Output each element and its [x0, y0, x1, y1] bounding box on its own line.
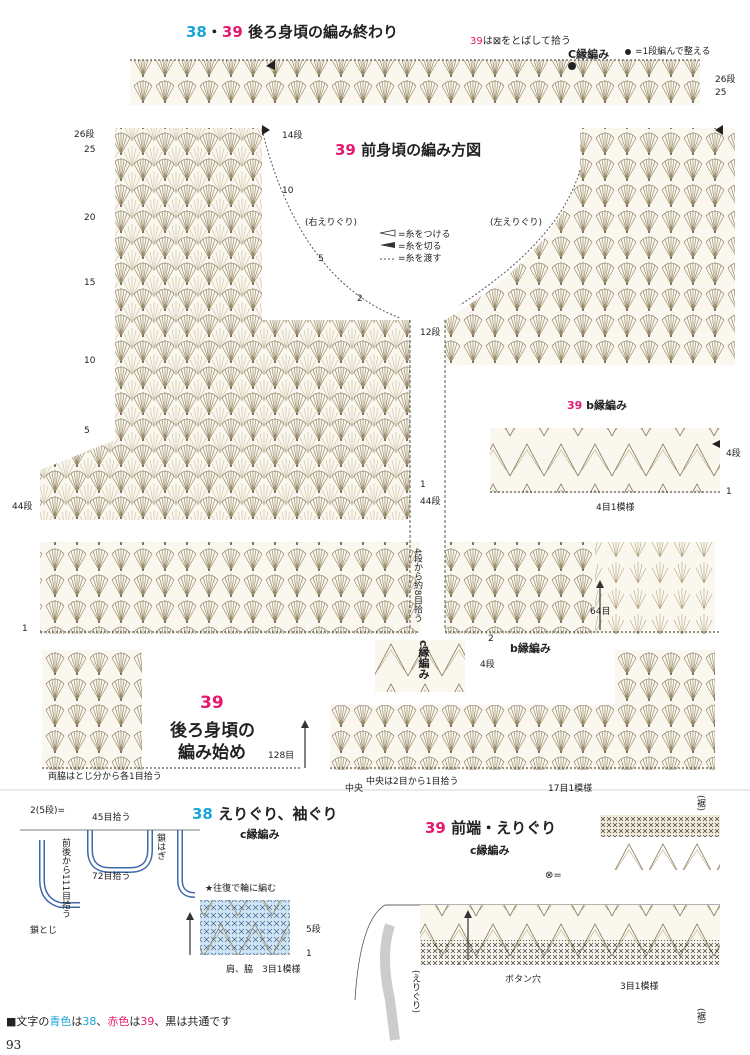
footer-wa2: は: [129, 1015, 141, 1028]
sec38-text: えりぐり、袖ぐり: [218, 805, 338, 823]
footer-rest: 、黒は共通です: [154, 1015, 232, 1028]
b-edge-text: b縁編み: [586, 399, 628, 412]
row-label-25: 25: [84, 145, 96, 155]
footer-pre: ■文字の: [6, 1015, 50, 1028]
b-edge-num: 39: [567, 399, 583, 412]
row-label-10: 10: [84, 356, 96, 366]
c-edge-label-top: C縁編み: [568, 48, 610, 61]
title-dot: ・: [206, 23, 222, 41]
legend-cut: =糸を切る: [398, 242, 442, 252]
legend-attach: =糸をつける: [398, 230, 451, 240]
front-title-text: 前身頃の編み方図: [361, 141, 482, 159]
footer-n38: 38: [82, 1015, 97, 1028]
back-start-line1: 後ろ身頃の: [170, 721, 255, 741]
repeat17: 17目1模様: [548, 784, 593, 794]
row-label-20: 20: [84, 213, 96, 223]
pickup-note: 4段から約8目拾う: [412, 548, 422, 623]
front-title-num: 39: [335, 141, 356, 159]
footer-red: 赤色: [107, 1015, 130, 1028]
title-num-38: 38: [186, 23, 207, 41]
skip-note-num: 39: [470, 36, 483, 47]
skip-note-text: は⊠をとばして拾う: [482, 36, 571, 47]
row-label-26: 26段: [74, 130, 95, 140]
footer-sep: 、: [96, 1015, 108, 1028]
mark-12: 12段: [420, 328, 441, 338]
sec38-close: 鎖とじ: [30, 926, 58, 936]
sec38-r1: 1: [306, 949, 312, 959]
title-text: 後ろ身頃の編み終わり: [248, 23, 399, 41]
mark-1: 1: [420, 480, 426, 490]
mark-10: 10: [282, 186, 294, 196]
top-row-26: 26段: [715, 75, 736, 85]
sec38-neck: 鎖はぎ: [155, 833, 165, 860]
mark-2: 2: [357, 294, 363, 304]
mark-5: 5: [318, 254, 324, 264]
sec39-right-bottom: (裾): [695, 1008, 705, 1025]
neck-right-label: (右えりぐり): [305, 218, 358, 228]
sec39-right-top: (裾): [695, 795, 705, 812]
footer-n39: 39: [140, 1015, 155, 1028]
sec38-title: 38 えりぐり、袖ぐり: [192, 806, 338, 823]
m1: 1: [22, 624, 28, 634]
center-note: 中央は2目から1目拾う: [366, 777, 459, 787]
sec38-rep: 3目1模様: [262, 965, 301, 975]
sec38-p72: 72目拾う: [92, 872, 131, 882]
sec39-num: 39: [425, 819, 446, 837]
m2: 2: [488, 634, 494, 644]
front-title: 39 前身頃の編み方図: [335, 142, 481, 159]
sec38-r5: 5段: [306, 925, 321, 935]
sec39-text: 前端・えりぐり: [451, 819, 557, 837]
sides-note: 両脇はとじ分から各1目拾う: [48, 772, 162, 782]
sec39-btn: ボタン穴: [505, 975, 542, 985]
row-label-15: 15: [84, 278, 96, 288]
c-edge-vertical: c縁編み: [417, 640, 430, 680]
mark-44-left: 44段: [12, 502, 33, 512]
b-repeat: 4目1模様: [596, 503, 635, 513]
m4: 4段: [480, 660, 495, 670]
sec39-title: 39 前端・えりぐり: [425, 820, 556, 837]
mark-14: 14段: [282, 131, 303, 141]
center-label: 中央: [345, 784, 364, 794]
top-row-25: 25: [715, 88, 727, 98]
m64: 64目: [590, 607, 611, 617]
b-row-4: 4段: [726, 449, 741, 459]
legend-carry: =糸を渡す: [398, 254, 442, 264]
title-num-39: 39: [221, 23, 243, 41]
footer-note: ■文字の青色は38、赤色は39、黒は共通です: [6, 1013, 231, 1029]
b-edge-label: b縁編み: [510, 642, 551, 655]
row-label-5: 5: [84, 426, 90, 436]
m128: 128目: [268, 751, 295, 761]
sec38-num: 38: [192, 805, 213, 823]
sec38-p45: 45目拾う: [92, 813, 131, 823]
back-start-line2: 編み始め: [178, 743, 246, 763]
back-start-num: 39: [200, 693, 224, 713]
sec38-p111: 前後から111目拾う: [60, 838, 70, 919]
sec38-sub: c縁編み: [240, 828, 280, 841]
b-edge-title: 39 b縁編み: [567, 397, 627, 413]
page-number: 93: [6, 1038, 22, 1052]
neck-left-label: (左えりぐり): [490, 218, 543, 228]
sec39-sub: c縁編み: [470, 844, 510, 857]
top-title: 38・39 後ろ身頃の編み終わり: [186, 24, 398, 41]
sec38-loop: ★往復で輪に編む: [205, 884, 277, 894]
b-row-1: 1: [726, 487, 732, 497]
footer-wa1: は: [71, 1015, 83, 1028]
sec39-rep: 3目1模様: [620, 982, 659, 992]
sec38-p2: 2(5段)=: [30, 806, 66, 816]
sec39-neck: (えりぐり): [410, 970, 420, 1014]
sec39-sym: ⊗=: [545, 870, 562, 881]
back-start-n: 39: [200, 693, 224, 713]
mark-44: 44段: [420, 497, 441, 507]
footer-blue: 青色: [49, 1015, 72, 1028]
finish-note: =1段編んで整える: [635, 47, 711, 57]
skip-note: 39は⊠をとばして拾う: [470, 36, 571, 47]
sec38-shoulder: 肩、脇: [226, 965, 254, 975]
